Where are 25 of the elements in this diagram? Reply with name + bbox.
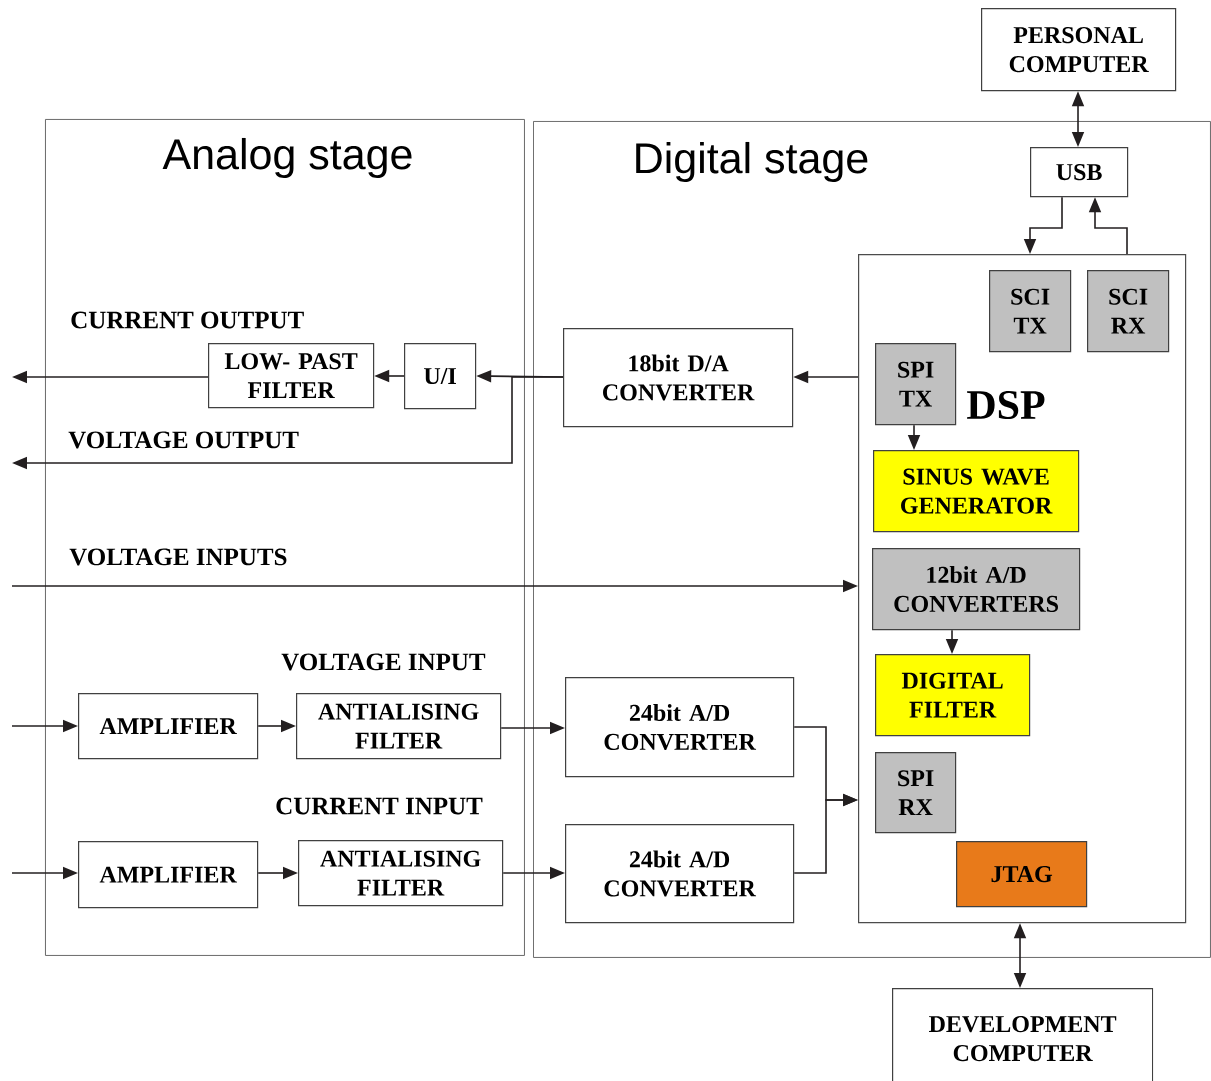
signal-label: CURRENT OUTPUT <box>71 311 304 329</box>
signal-label: CURRENT INPUT <box>276 797 483 815</box>
module-box: JTAG <box>956 841 1088 908</box>
module-box: DIGITAL FILTER <box>875 654 1031 737</box>
converter-box: 24bit A/D CONVERTER <box>565 824 795 924</box>
amplifier-box: AMPLIFIER <box>78 841 259 909</box>
module-box: SCI RX <box>1087 270 1170 353</box>
module-box: SPI RX <box>875 752 957 834</box>
module-box: 12bit A/D CONVERTERS <box>872 548 1081 631</box>
computer-box: PERSONAL COMPUTER <box>981 8 1177 92</box>
module-box: SINUS WAVE GENERATOR <box>873 450 1080 533</box>
converter-box: 18bit D/A CONVERTER <box>563 328 794 428</box>
amplifier-box: AMPLIFIER <box>78 693 259 760</box>
process-box: U/I <box>404 343 477 410</box>
module-box: SPI TX <box>875 343 957 426</box>
filter-box: LOW- PAST FILTER <box>208 343 375 409</box>
filter-box: ANTIALISING FILTER <box>296 693 502 760</box>
signal-label: VOLTAGE INPUT <box>281 653 486 671</box>
module-box: SCI TX <box>989 270 1072 353</box>
converter-box: 24bit A/D CONVERTER <box>565 677 795 778</box>
signal-label: VOLTAGE OUTPUT <box>68 431 299 449</box>
filter-box: ANTIALISING FILTER <box>298 840 504 907</box>
computer-box: DEVELOPMENT COMPUTER <box>892 988 1154 1081</box>
interface-box: USB <box>1030 147 1129 198</box>
signal-label: VOLTAGE INPUTS <box>69 548 287 566</box>
